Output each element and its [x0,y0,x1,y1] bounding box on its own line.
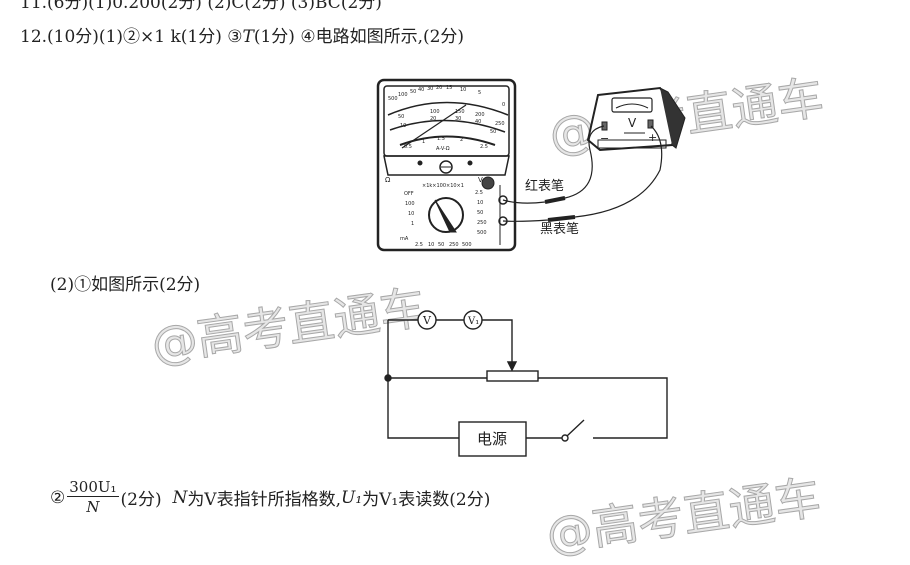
multimeter-figure: 500 100 50 40 30 20 15 10 5 0 50 100 150… [376,78,686,457]
switch [561,434,569,442]
scale-label: 20 [436,85,442,91]
scale-label: 40 [475,119,481,125]
scale-label: 2 [460,137,463,143]
fraction-denominator: N [86,498,100,516]
scale-label: 100 [430,109,440,115]
voltmeter-label: V [628,116,637,130]
part-2-answer: (2)①如图所示(2分) [50,275,201,295]
scale-label: 1 [422,139,425,145]
red-probe-label: 红表笔 [525,178,564,194]
junction-dot [384,374,392,382]
ohm-ranges: ×1k×100×10×1 [422,183,464,189]
formula-prefix: ② [50,487,66,508]
fraction-numerator: 300U₁ [67,478,119,497]
t-symbol: T [242,27,254,47]
v-label: V [478,176,483,184]
range-label: 2.5 [415,242,423,248]
q12-t-score: (1分) ④电路如图所示,(2分) [253,27,465,47]
rheostat [486,370,539,382]
range-label: 2.5 [475,190,483,196]
power-source-label: 电源 [477,430,507,448]
range-label: 250 [449,242,459,248]
range-label: 100 [405,201,415,207]
power-source [458,421,527,457]
scale-label: 10 [400,123,406,129]
black-probe-label: 黑表笔 [540,221,579,237]
voltmeter-v1 [463,310,483,330]
v1-meter-label: V₁ [467,316,479,327]
scale-label: 20 [430,116,436,122]
plus-terminal: + [648,131,657,144]
scale-label: 50 [410,89,416,95]
scale-label: 30 [427,86,433,92]
minus-terminal: − [600,132,609,145]
range-label: 500 [462,242,472,248]
scale-label: 1.5 [437,136,445,142]
voltmeter: V − + [586,86,686,152]
scale-label: 2.5 [480,144,488,150]
range-label: 50 [438,242,444,248]
range-label: 10 [428,242,434,248]
u1-symbol: U₁ [341,487,363,508]
range-label: 500 [477,230,487,236]
ohm-label: Ω [385,176,391,184]
voltmeter-v [417,310,437,330]
q12-header: 12.(10分)(1)②×1 k(1分) ③ [20,27,243,47]
off-label: OFF [404,191,414,197]
scale-label: 0.5 [404,144,412,150]
scale-label: 5 [478,90,481,96]
question-12-answer: 12.(10分)(1)②×1 k(1分) ③T(1分) ④电路如图所示,(2分) [20,22,464,47]
scale-label: 10 [460,87,466,93]
circuit-diagram [384,310,668,457]
formula-score: (2分) [120,490,173,510]
ma-label: mA [400,236,409,242]
multimeter: 500 100 50 40 30 20 15 10 5 0 50 100 150… [376,78,517,252]
scale-label: 200 [475,112,485,118]
range-label: 10 [408,211,414,217]
scale-label: 500 [388,96,398,102]
scale-label: 150 [455,109,465,115]
scale-label: 50 [490,129,496,135]
n-symbol: N [172,487,188,508]
explain-text-1: 为V表指针所指格数, [187,490,341,510]
range-label: 1 [411,221,414,227]
v-meter-label: V [422,314,432,327]
probe-wires [502,125,663,222]
range-label: 50 [477,210,483,216]
scale-label: 50 [398,114,404,120]
scale-caption: A-V-Ω [436,146,450,152]
scale-label: 0 [502,102,505,108]
range-label: 250 [477,220,487,226]
range-label: 10 [477,200,483,206]
scale-label: 30 [455,116,461,122]
scale-label: 250 [495,121,505,127]
explain-text-2: 为V₁表读数(2分) [362,490,491,510]
scale-label: 40 [418,87,424,93]
scale-label: 15 [446,85,452,91]
scale-label: 100 [398,92,408,98]
question-11-answer: 11.(6分)(1)0.200(2分) (2)C(2分) (3)BC(2分) [20,0,382,13]
